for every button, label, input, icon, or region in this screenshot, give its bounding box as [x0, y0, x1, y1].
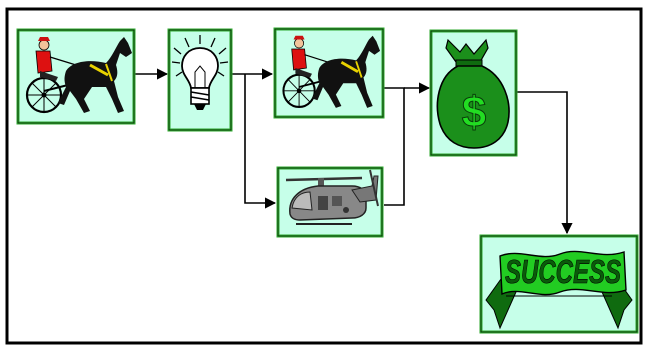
success-banner-icon: SUCCESS [485, 250, 633, 330]
svg-text:$: $ [462, 88, 486, 137]
node-money-bag: $ [429, 29, 518, 157]
merge-bracket [384, 87, 405, 206]
node-harness-racing-1 [16, 28, 136, 125]
connector-arrows [135, 68, 573, 235]
node-idea-bulb [167, 28, 233, 132]
node-helicopter [276, 166, 384, 238]
arrow-bulb-to-helicopter [244, 74, 277, 209]
node-harness-racing-2 [273, 27, 385, 119]
success-label: SUCCESS [505, 253, 621, 290]
light-bulb-icon [171, 35, 229, 110]
node-success-banner: SUCCESS [479, 234, 639, 334]
money-bag-icon: $ [436, 38, 510, 149]
helicopter-icon [285, 169, 379, 225]
arrow-bag-to-success [517, 91, 573, 235]
